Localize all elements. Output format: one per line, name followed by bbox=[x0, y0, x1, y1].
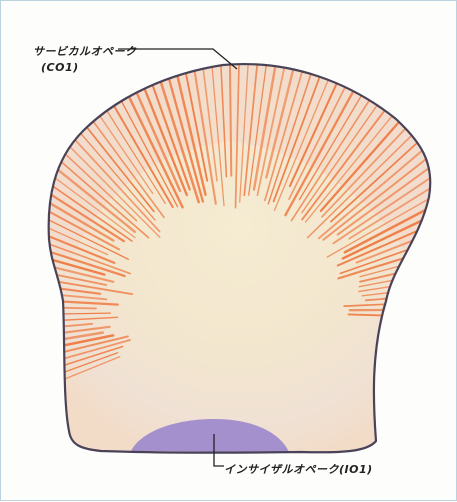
cervical-stripe bbox=[350, 309, 457, 310]
incisal-opaque-label: インサイザルオペーク(IO1) bbox=[224, 461, 373, 477]
cervical-opaque-code: (CO1) bbox=[41, 61, 79, 74]
cervical-opaque-label: サービカルオペーク bbox=[33, 43, 137, 59]
